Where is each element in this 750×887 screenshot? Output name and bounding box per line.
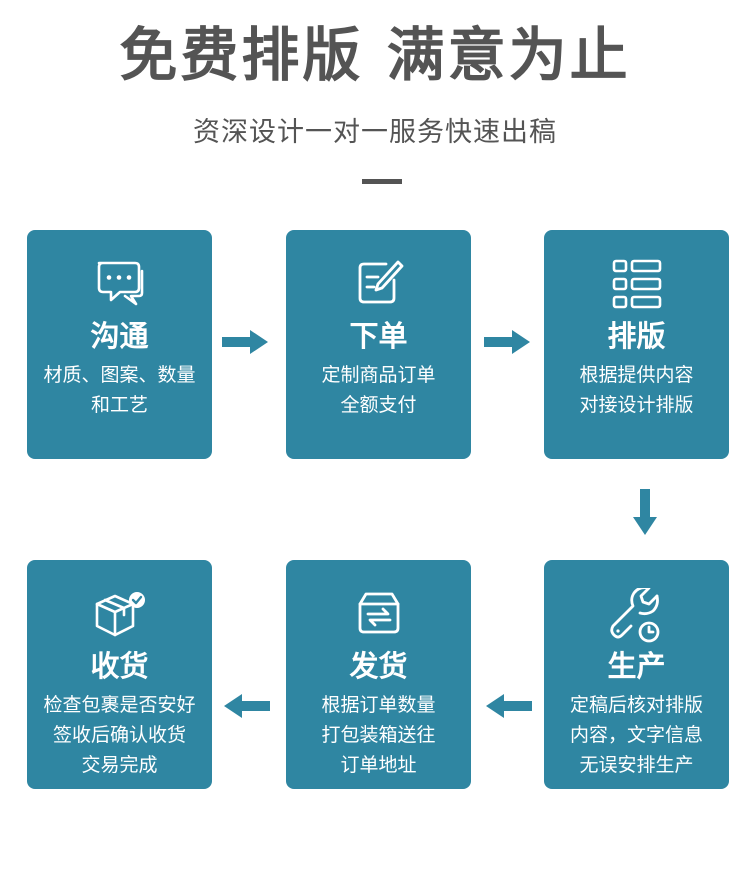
arrow-left-icon [224,694,270,718]
step-description: 定制商品订单 全额支付 [321,364,436,416]
step-card-receive: 收货 检查包裹是否安好 签收后确认收货 交易完成 [27,560,212,789]
step-card-communicate: 沟通 材质、图案、数量 和工艺 [27,230,212,459]
package-check-icon [27,588,212,644]
outbox-tray-icon [286,588,471,644]
chat-bubble-icon [27,258,212,314]
step-description: 材质、图案、数量 和工艺 [43,364,196,416]
step-title: 下单 [349,319,408,353]
title-divider [362,179,402,184]
arrow-down-icon [633,489,657,535]
arrow-right-icon [484,330,530,354]
step-title: 生产 [607,649,666,683]
arrow-left-icon [486,694,532,718]
step-description: 根据订单数量 打包装箱送往 订单地址 [321,694,436,776]
step-title: 排版 [607,319,666,353]
page-title: 免费排版 满意为止 [119,21,631,89]
step-description: 检查包裹是否安好 签收后确认收货 交易完成 [43,694,196,776]
step-title: 收货 [90,649,149,683]
edit-order-icon [286,258,471,314]
step-description: 根据提供内容 对接设计排版 [579,364,694,416]
step-card-order: 下单 定制商品订单 全额支付 [286,230,471,459]
step-description: 定稿后核对排版 内容，文字信息 无误安排生产 [569,694,703,776]
step-title: 沟通 [90,319,149,353]
step-card-ship: 发货 根据订单数量 打包装箱送往 订单地址 [286,560,471,789]
wrench-clock-icon [544,588,729,644]
step-card-layout: 排版 根据提供内容 对接设计排版 [544,230,729,459]
step-title: 发货 [349,649,408,683]
step-card-production: 生产 定稿后核对排版 内容，文字信息 无误安排生产 [544,560,729,789]
arrow-right-icon [222,330,268,354]
layout-grid-icon [544,258,729,314]
page-subtitle: 资深设计一对一服务快速出稿 [193,117,557,148]
